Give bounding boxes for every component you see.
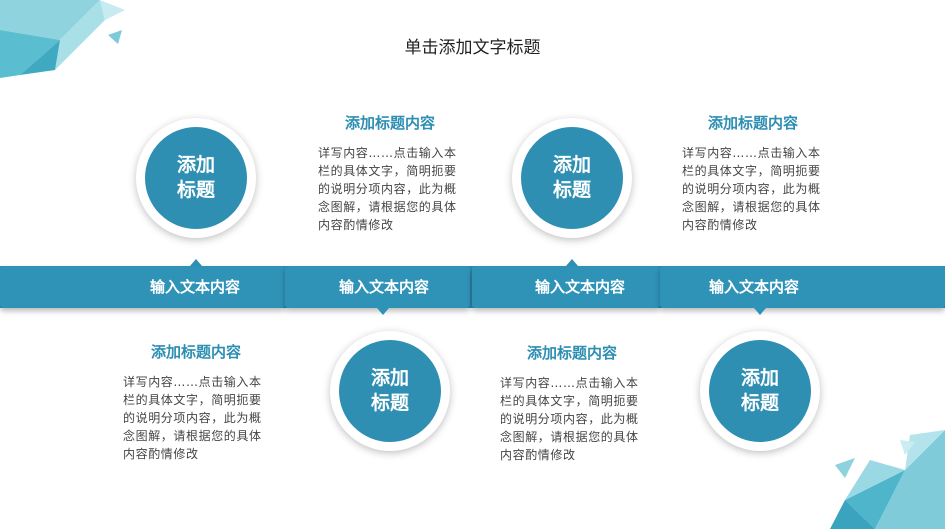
circle-3-text: 添加标题 <box>552 154 591 201</box>
item-body-2: 详写内容……点击输入本栏的具体文字，简明扼要的说明分项内容，此为概念图解，请根据… <box>318 146 457 232</box>
pointer-down-2 <box>377 308 389 315</box>
circle-4: 添加标题 <box>700 331 820 451</box>
circle-1-text: 添加标题 <box>176 154 215 201</box>
item-title-4: 添加标题内容 <box>707 114 798 132</box>
top-left-decoration <box>0 0 125 78</box>
timeline-segment-label-1: 输入文本内容 <box>149 278 240 296</box>
item-body-3: 详写内容……点击输入本栏的具体文字，简明扼要的说明分项内容，此为概念图解，请根据… <box>500 376 639 462</box>
pointer-down-4 <box>754 308 766 315</box>
timeline-segment-1 <box>0 266 285 308</box>
timeline-segment-label-3: 输入文本内容 <box>534 278 625 296</box>
circle-2: 添加标题 <box>330 331 450 451</box>
timeline-segment-3 <box>472 266 660 308</box>
timeline-segment-2 <box>285 266 470 308</box>
pointer-up-1 <box>190 259 202 266</box>
circle-1: 添加标题 <box>136 118 256 238</box>
circle-3: 添加标题 <box>512 118 632 238</box>
slide-title: 单击添加文字标题 <box>404 38 541 58</box>
bottom-right-decoration <box>830 430 945 529</box>
item-body-4: 详写内容……点击输入本栏的具体文字，简明扼要的说明分项内容，此为概念图解，请根据… <box>682 146 821 232</box>
timeline-segment-label-2: 输入文本内容 <box>338 278 429 296</box>
pointer-up-3 <box>566 259 578 266</box>
item-title-3: 添加标题内容 <box>526 344 617 362</box>
circle-4-text: 添加标题 <box>740 367 779 414</box>
circle-2-text: 添加标题 <box>370 367 409 414</box>
item-title-1: 添加标题内容 <box>150 343 241 361</box>
item-body-1: 详写内容……点击输入本栏的具体文字，简明扼要的说明分项内容，此为概念图解，请根据… <box>123 375 262 461</box>
timeline-segment-4 <box>660 266 945 308</box>
timeline-segment-label-4: 输入文本内容 <box>708 278 799 296</box>
item-title-2: 添加标题内容 <box>344 114 435 132</box>
